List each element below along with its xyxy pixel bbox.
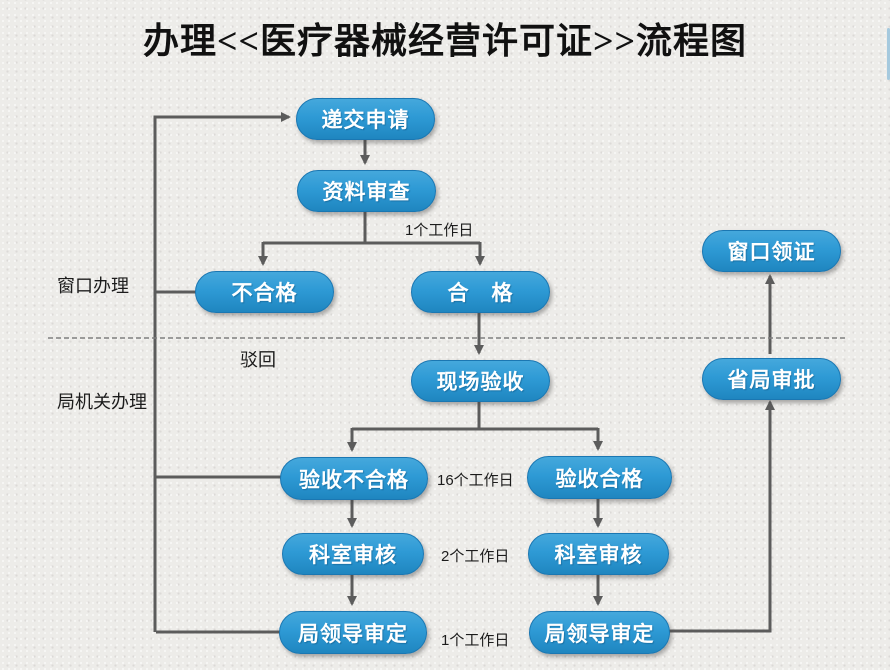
duration-label-site: 16个工作日 (437, 472, 514, 489)
node-provincial-approval: 省局审批 (702, 358, 841, 400)
node-site-inspection: 现场验收 (411, 360, 550, 402)
lane-label-bureau: 局机关办理 (57, 392, 147, 412)
node-leader-approval-right: 局领导审定 (529, 611, 670, 654)
right-edge-scrollbar-fragment[interactable] (887, 28, 890, 80)
connector-reject-loop (153, 112, 291, 632)
node-leader-approval-left: 局领导审定 (279, 611, 427, 654)
node-collect-certificate: 窗口领证 (702, 230, 841, 272)
reject-label: 驳回 (240, 350, 276, 370)
node-unqualified: 不合格 (195, 271, 334, 313)
node-submit-application: 递交申请 (296, 98, 435, 140)
connector-leader-province (667, 400, 775, 633)
node-document-review: 资料审查 (297, 170, 436, 212)
node-qualified: 合 格 (411, 271, 550, 313)
lane-label-window: 窗口办理 (57, 276, 129, 296)
duration-label-leader: 1个工作日 (441, 632, 510, 649)
node-department-review-right: 科室审核 (528, 533, 669, 575)
page-title: 办理<<医疗器械经营许可证>>流程图 (142, 21, 748, 61)
node-inspection-passed: 验收合格 (527, 456, 672, 499)
node-inspection-failed: 验收不合格 (280, 457, 428, 500)
duration-label-review: 1个工作日 (405, 222, 474, 239)
node-department-review-left: 科室审核 (282, 533, 424, 575)
duration-label-dept: 2个工作日 (441, 548, 510, 565)
